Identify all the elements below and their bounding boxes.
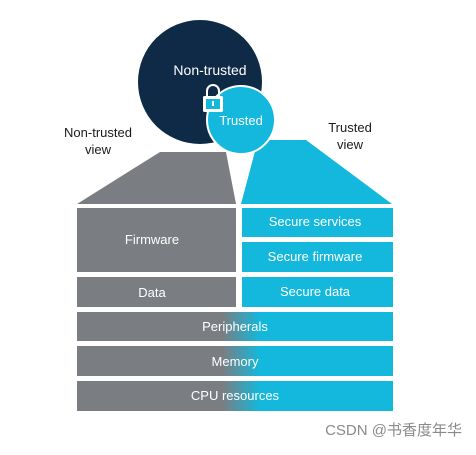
memory-label: Memory [211, 354, 259, 369]
trusted-bubble-label: Trusted [219, 113, 263, 128]
non-trusted-view-line2: view [84, 142, 111, 157]
data-label: Data [138, 285, 166, 300]
secure-firmware-label: Secure firmware [267, 249, 363, 264]
cpu-resources-bar [77, 381, 393, 411]
trusted-view-label: Trusted view [310, 119, 390, 153]
non-trusted-roof [77, 152, 236, 204]
peripherals-label: Peripherals [202, 319, 268, 334]
trusted-roof [241, 140, 392, 204]
secure-firmware-box [242, 242, 393, 272]
secure-services-label: Secure services [268, 214, 362, 229]
trusted-view-line2: view [336, 137, 363, 152]
firmware-label: Firmware [124, 232, 180, 247]
non-trusted-view-label: Non-trusted view [48, 124, 148, 158]
trusted-circle [206, 85, 276, 155]
memory-bar [77, 346, 393, 376]
firmware-box [77, 208, 236, 272]
non-trusted-bubble-label: Non-trusted [173, 62, 247, 78]
peripherals-bar [77, 312, 393, 341]
secure-data-label: Secure data [279, 284, 351, 299]
secure-services-box [242, 208, 393, 237]
non-trusted-view-line1: Non-trusted [64, 125, 132, 140]
data-box [77, 277, 236, 307]
trusted-view-line1: Trusted [328, 120, 372, 135]
cpu-resources-label: CPU resources [190, 388, 280, 403]
watermark: CSDN @书香度年华 [325, 422, 462, 439]
padlock-icon [203, 84, 223, 112]
secure-data-box [242, 277, 393, 307]
